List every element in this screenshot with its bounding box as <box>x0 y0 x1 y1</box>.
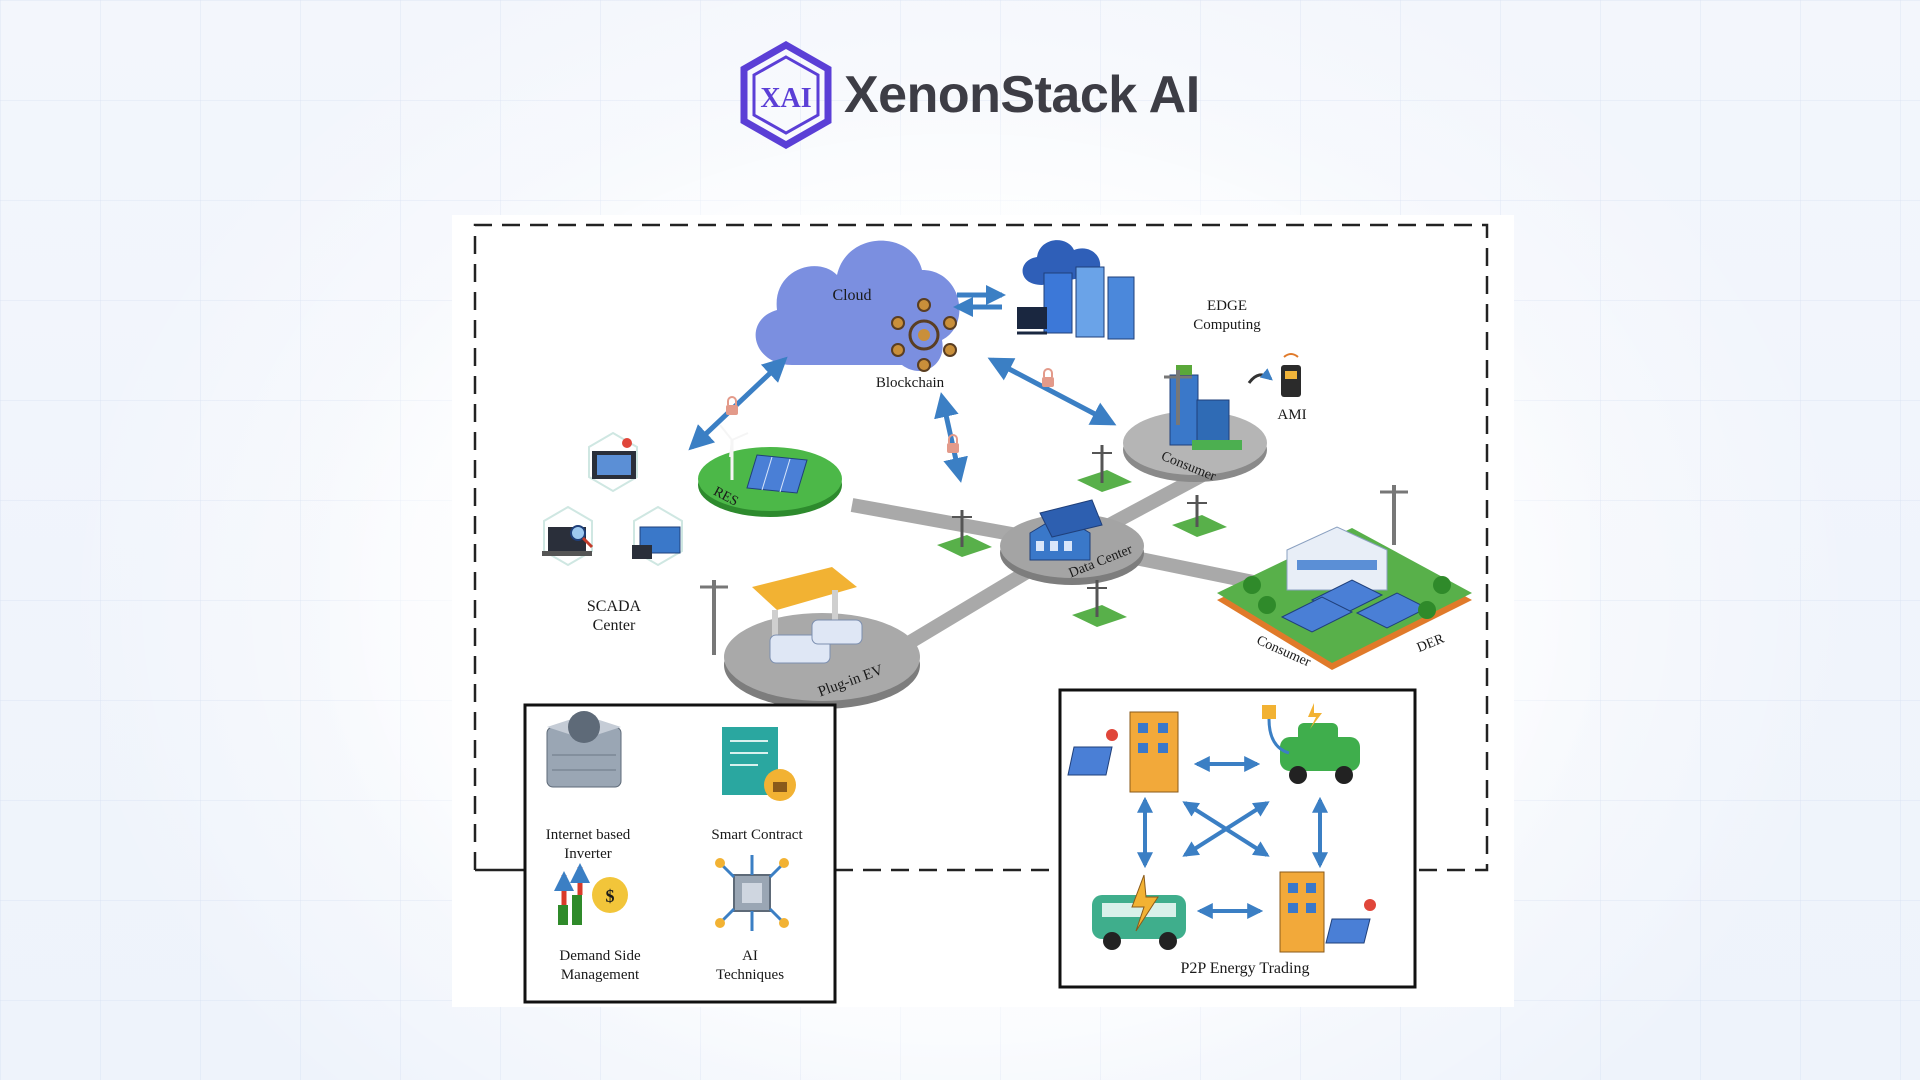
edge-label-line2: Computing <box>1193 317 1261 333</box>
p2p-title: P2P Energy Trading <box>1181 960 1310 977</box>
lock-icons <box>726 368 1054 453</box>
transmission-tower-icon <box>1172 495 1227 537</box>
inverter-label-line2: Inverter <box>564 846 611 862</box>
ai-chip-icon <box>715 855 789 931</box>
blockchain-consumer-arrow <box>987 357 1117 426</box>
smart-contract-label: Smart Contract <box>711 827 803 843</box>
data-center-building-icon <box>1029 499 1103 561</box>
data-center-node[interactable]: Data Center <box>1000 499 1144 585</box>
der-solar-array-icon <box>1280 579 1429 633</box>
ai-label-line1: AI <box>742 948 758 964</box>
smart-meter-icon <box>1281 365 1301 397</box>
technologies-box: Internet based Inverter Smart Contract $… <box>523 703 837 1004</box>
blockchain-datacenter-arrow <box>934 392 968 483</box>
utility-pole-icon <box>1164 370 1192 425</box>
system-boundary <box>473 223 1489 872</box>
electric-bus-icon <box>1092 874 1186 950</box>
smart-contract-icon <box>722 727 796 801</box>
p2p-energy-trading-box: P2P Energy Trading <box>1058 688 1417 989</box>
logo-mark: XAI <box>760 83 811 114</box>
server-rack-icon <box>1017 240 1135 340</box>
blockchain-icon <box>891 298 957 372</box>
edge-label-line1: EDGE <box>1207 298 1247 314</box>
edge-computing-node[interactable]: EDGE Computing <box>1017 240 1261 340</box>
hexagon-logo-icon: XAI <box>740 41 832 149</box>
communication-links <box>688 285 1117 483</box>
lock-icon <box>1042 368 1054 387</box>
trading-arrows <box>1137 756 1328 919</box>
scada-center-node[interactable]: SCADA Center <box>542 431 683 634</box>
cloud-label: Cloud <box>832 287 871 304</box>
refresh-icon <box>1247 368 1273 384</box>
lock-icon <box>726 396 738 415</box>
ev-car-charging-icon <box>1262 703 1360 784</box>
desktop-icon <box>632 526 681 559</box>
building-solar-icon <box>1067 711 1179 793</box>
trees-icon <box>1243 576 1451 619</box>
scada-hexagons <box>543 431 683 567</box>
plugin-ev-node[interactable]: Plug-in EV <box>724 567 920 709</box>
blockchain-node[interactable]: Blockchain <box>876 298 957 391</box>
office-building-icon <box>1169 365 1242 450</box>
ami-label: AMI <box>1277 407 1306 423</box>
utility-pole-icon <box>700 580 728 655</box>
der-node[interactable]: Consumer DER <box>1217 526 1472 670</box>
demand-side-management-icon: $ <box>554 863 628 925</box>
brand-name: XenonStack AI <box>844 66 1200 124</box>
transmission-tower-icon <box>1077 445 1132 492</box>
inverter-icon <box>546 711 622 788</box>
lock-icon <box>947 434 959 453</box>
transmission-towers <box>700 370 1408 655</box>
solar-panel-icon <box>746 454 808 494</box>
dsm-label-line1: Demand Side <box>559 948 641 964</box>
inverter-label-line1: Internet based <box>546 827 631 843</box>
monitor-icon <box>592 438 636 479</box>
scada-label-line1: SCADA <box>587 598 642 615</box>
transmission-tower-icon <box>1072 580 1127 627</box>
utility-pole-icon <box>1380 485 1408 545</box>
cloud-icon <box>755 240 960 371</box>
cloud-node[interactable]: Cloud <box>755 240 960 371</box>
smart-grid-diagram: Cloud Blockchain EDGE Computing <box>473 223 1489 1004</box>
blockchain-label: Blockchain <box>876 375 945 391</box>
brand-logo[interactable]: XAI XenonStack AI <box>738 40 1200 150</box>
dsm-label-line2: Management <box>561 967 640 983</box>
laptop-search-icon <box>542 525 594 556</box>
scada-label-line2: Center <box>593 617 636 634</box>
svg-text:$: $ <box>606 886 615 906</box>
der-label: DER <box>1415 631 1447 656</box>
wifi-icon <box>1283 353 1299 358</box>
consumer-top-node[interactable]: Consumer <box>1123 365 1267 485</box>
diagram-panel: Cloud Blockchain EDGE Computing <box>452 215 1514 1007</box>
cloud-scada-arrow <box>688 356 788 451</box>
ai-label-line2: Techniques <box>716 967 784 983</box>
transmission-tower-icon <box>937 510 992 557</box>
ami-node[interactable]: AMI <box>1277 353 1307 423</box>
charging-station-icon <box>752 567 863 664</box>
res-node[interactable]: RES <box>698 424 842 517</box>
der-building-icon <box>1286 526 1388 591</box>
building-solar-icon <box>1279 871 1376 953</box>
